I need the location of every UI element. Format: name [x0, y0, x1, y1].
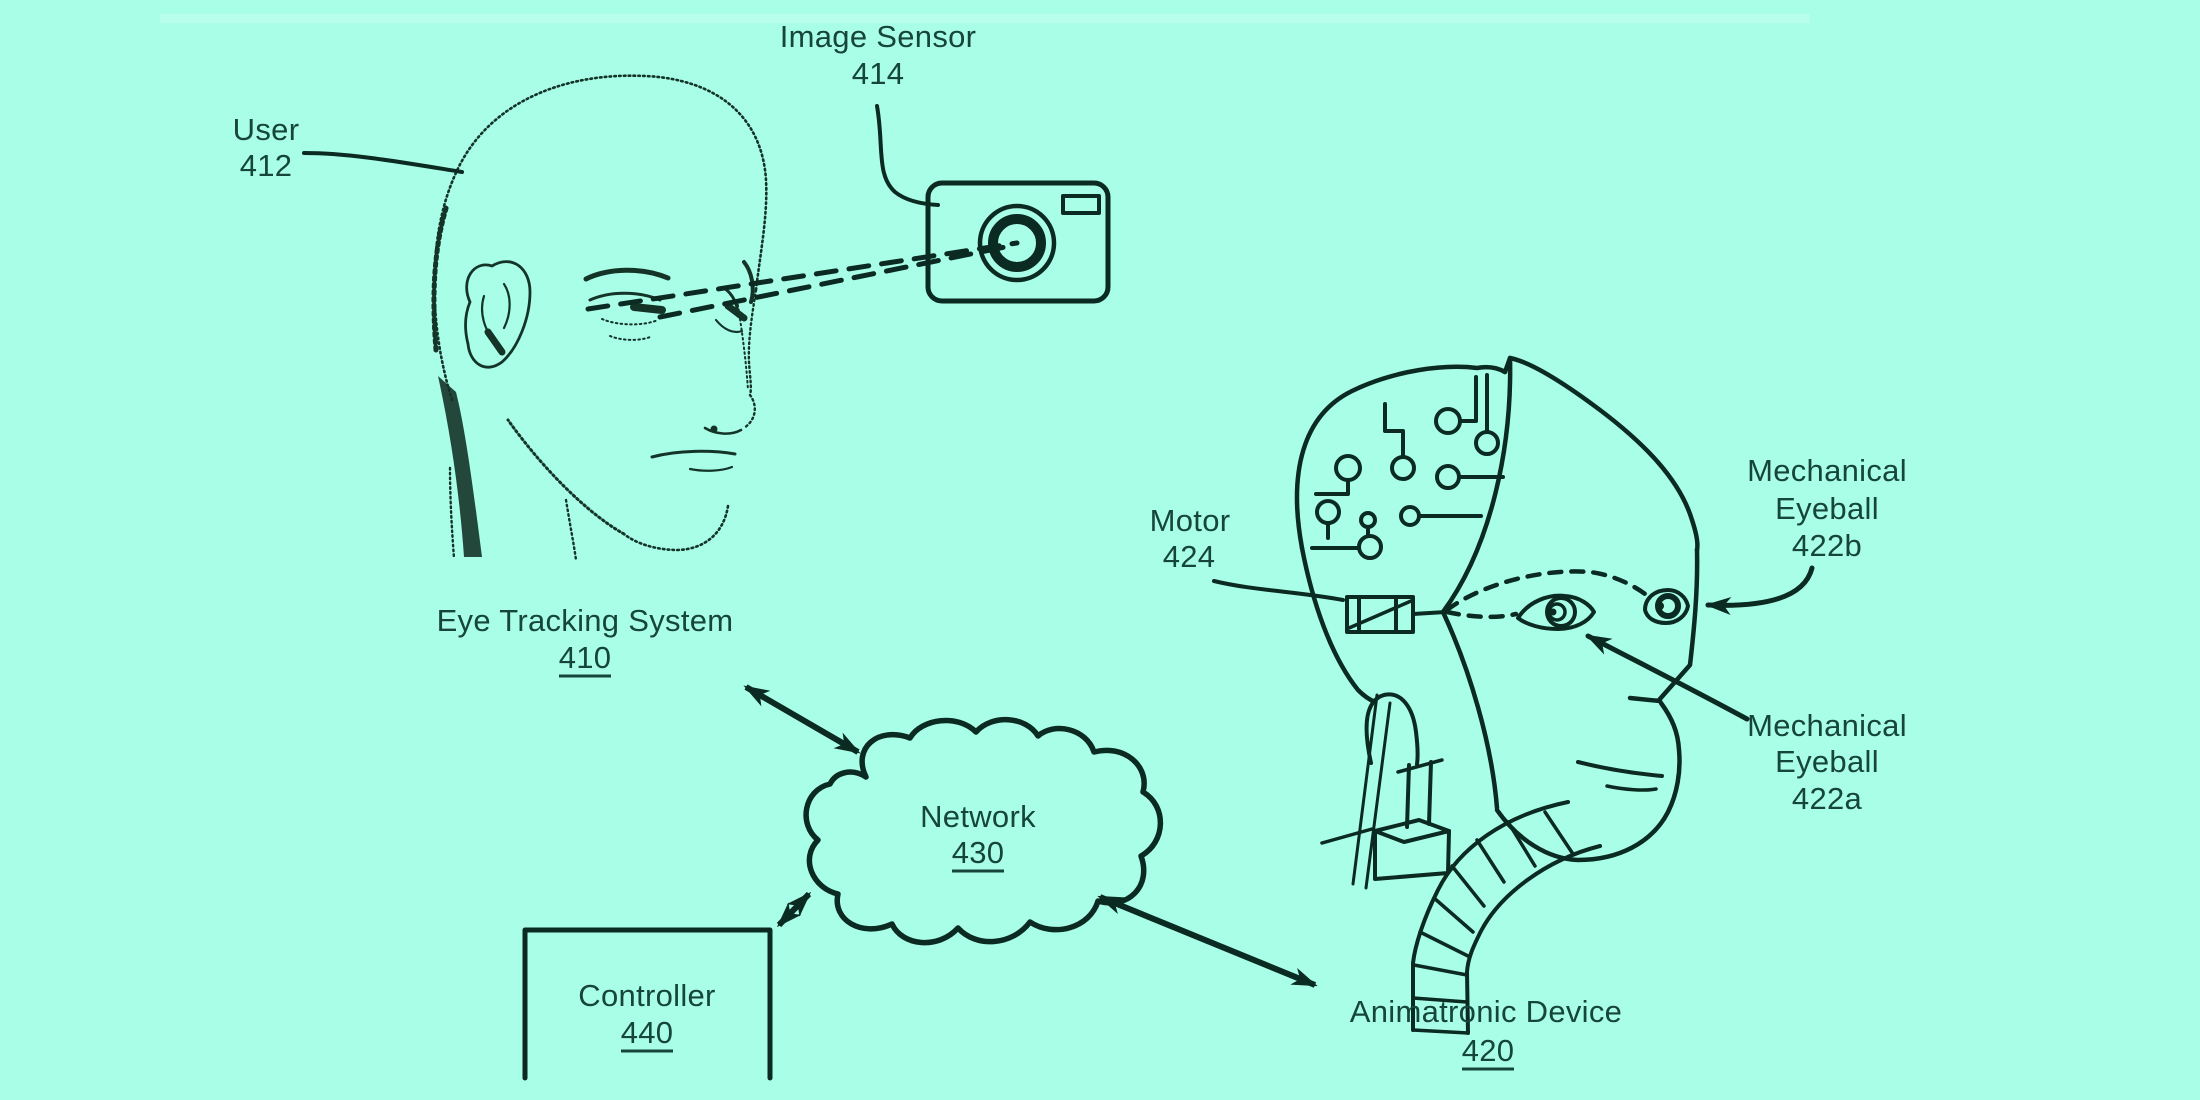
controller-box [522, 927, 773, 1081]
user-face-profile [742, 288, 758, 430]
robot-cube-front [1373, 829, 1451, 881]
robot-neck-strut2 [1364, 701, 1392, 890]
camera-lens-outer [977, 203, 1057, 283]
user-lower-lip [688, 465, 734, 472]
ref-430: 430 [952, 835, 1005, 870]
user-head-shading [431, 202, 450, 353]
robot-chin-jaw [1494, 700, 1682, 863]
robot-nostril-line [1627, 695, 1663, 704]
gaze-line-upper [585, 240, 1020, 312]
label-network: Network [920, 799, 1036, 834]
leader-user [302, 151, 464, 174]
label-eyeball-a-line1: Mechanical [1747, 708, 1907, 743]
user-pupil-far [630, 303, 666, 314]
arrow-controller-network [776, 891, 812, 928]
user-eyebrow-near [742, 260, 755, 304]
user-pupil-near [724, 302, 748, 322]
arrow-network-animatronic [1097, 894, 1318, 988]
user-eyebrow-far [583, 267, 671, 282]
user-lower-lid-near [714, 318, 744, 334]
gaze-line-lower [657, 243, 1013, 320]
label-eyeball-b-line1: Mechanical [1747, 453, 1907, 488]
label-eyeball-a-line2: Eyeball [1775, 744, 1879, 779]
robot-neck-brace [1320, 827, 1374, 845]
animatronic-head [1294, 355, 1700, 1035]
user-ear-notch [484, 328, 506, 356]
leader-motor [1212, 579, 1345, 602]
user-neck-shadow [438, 376, 482, 557]
label-eye-tracking-system: Eye Tracking System [437, 603, 734, 638]
robot-piston-right [1427, 760, 1433, 826]
ref-424: 424 [1163, 539, 1216, 574]
leader-image-sensor [875, 104, 940, 207]
ref-422b: 422b [1792, 528, 1862, 563]
scan-artifact-strip [160, 14, 1810, 23]
label-controller: Controller [578, 978, 715, 1013]
user-neck-front [564, 498, 578, 562]
user-mouth [650, 449, 737, 459]
user-chin [622, 504, 730, 552]
linkage-dashed-left-eye [1444, 609, 1519, 620]
user-jawline [506, 418, 626, 536]
robot-lower-lip [1605, 784, 1658, 792]
robot-cheek-line [1440, 609, 1500, 811]
ref-412: 412 [240, 148, 293, 183]
robot-neck-hose [1411, 800, 1602, 1035]
robot-face-dome [1502, 355, 1700, 553]
label-eyeball-b-line2: Eyeball [1775, 491, 1879, 526]
camera-icon [925, 180, 1111, 304]
user-ear [464, 260, 532, 369]
robot-head-back [1299, 545, 1378, 705]
user-nostril-line [703, 426, 743, 435]
user-ear-inner2 [502, 282, 511, 330]
robot-jaw-hinge [1364, 692, 1420, 766]
camera-lens-inner [988, 214, 1046, 272]
user-neck-back [448, 466, 456, 560]
motor-icon [1345, 595, 1448, 634]
robot-circuit-traces [1310, 373, 1505, 560]
ref-420: 420 [1462, 1033, 1515, 1068]
label-motor: Motor [1150, 503, 1231, 538]
robot-skull-seam [1440, 355, 1513, 615]
user-eye-crease-far [609, 335, 651, 341]
ref-414: 414 [852, 56, 905, 91]
camera-body [925, 180, 1111, 304]
robot-skull-dome [1294, 364, 1508, 551]
arrow-label-eyeball-a [1585, 633, 1750, 722]
robot-piston-collar [1396, 758, 1444, 774]
mechanical-eyeball-b-icon [1643, 588, 1690, 625]
label-user: User [233, 112, 300, 147]
ref-422a: 422a [1792, 781, 1863, 816]
ref-440: 440 [621, 1015, 674, 1050]
label-animatronic-device: Animatronic Device [1350, 994, 1622, 1029]
arrow-eyetracking-network [743, 684, 861, 755]
robot-mouth [1576, 760, 1664, 778]
user-lower-lid-far [601, 318, 659, 326]
camera-viewfinder [1061, 194, 1101, 215]
user-nostril [710, 425, 718, 433]
label-image-sensor: Image Sensor [780, 19, 977, 54]
arrow-label-eyeball-b [1705, 565, 1815, 615]
mechanical-eyeball-a-icon [1516, 593, 1596, 631]
robot-neck-strut1 [1351, 693, 1379, 886]
linkage-dashed-right-eye [1444, 569, 1655, 613]
robot-piston-left [1405, 763, 1411, 829]
robot-profile-nose [1656, 547, 1700, 703]
ref-410: 410 [559, 640, 612, 675]
